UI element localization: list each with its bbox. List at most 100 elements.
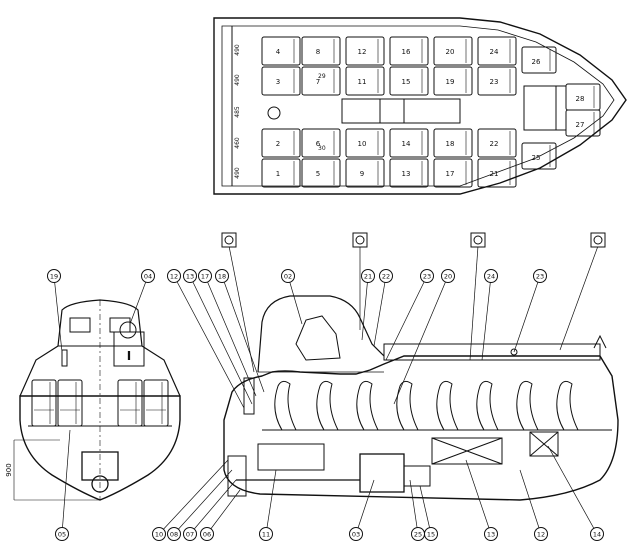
side-tank-cross <box>431 437 503 465</box>
plan-seat-number: 26 <box>532 58 541 66</box>
callout-bubble: 23 <box>513 269 547 353</box>
front-helm-box <box>113 331 145 367</box>
callout-number: 12 <box>170 273 178 281</box>
plan-seat-number: 9 <box>360 170 364 178</box>
front-seat <box>143 379 169 427</box>
plan-seat-number: 29 <box>318 73 326 80</box>
side-seat <box>436 380 459 431</box>
side-fuel-cell <box>257 443 325 471</box>
plan-seat-number: 19 <box>446 78 455 86</box>
side-hook <box>593 334 607 349</box>
plan-seat-number: 6 <box>316 140 321 148</box>
plan-seat-number: 21 <box>490 170 499 178</box>
plan-seat <box>301 36 341 66</box>
front-window <box>69 317 91 333</box>
plan-seat-number: 27 <box>576 121 585 129</box>
front-seat-row <box>28 379 172 427</box>
callout-number: 25 <box>414 531 422 539</box>
safety-symbol-icon <box>469 232 486 361</box>
callout-number: 22 <box>382 273 390 281</box>
plan-seat <box>433 66 473 96</box>
plan-seat-number: 30 <box>318 145 326 152</box>
plan-seat-number: 25 <box>532 154 541 162</box>
front-seat <box>117 379 143 427</box>
plan-seat <box>433 36 473 66</box>
callout-bubble: 10 <box>152 459 229 541</box>
callout-bubble: 04 <box>129 269 155 325</box>
safety-symbol-icon <box>559 232 606 351</box>
callout-bubble: 13 <box>465 459 498 541</box>
plan-seat-number: 18 <box>446 140 455 148</box>
plan-seat-number: 1 <box>276 170 280 178</box>
callout-number: 20 <box>444 273 452 281</box>
side-seat <box>476 380 499 431</box>
callout-number: 13 <box>487 531 495 539</box>
callout-number: 13 <box>186 273 194 281</box>
callout-bubble: 22 <box>373 269 393 347</box>
plan-seat-number: 8 <box>316 48 320 56</box>
plan-seat <box>261 36 301 66</box>
plan-seat <box>477 158 517 188</box>
plan-seat <box>477 128 517 158</box>
side-steering-post <box>243 377 255 415</box>
callout-number: 02 <box>284 273 292 281</box>
safety-symbol-icon <box>221 232 255 373</box>
plan-hull-outline <box>213 17 627 195</box>
plan-seat-number: 11 <box>358 78 367 86</box>
plan-seat <box>345 36 385 66</box>
plan-seat <box>433 128 473 158</box>
callout-bubble: 14 <box>547 445 604 541</box>
callout-bubble: 12 <box>519 469 548 541</box>
plan-seat-number: 24 <box>490 48 499 56</box>
plan-seat <box>261 128 301 158</box>
callout-number: 03 <box>352 531 360 539</box>
callout-number: 23 <box>423 273 431 281</box>
callout-bubble: 02 <box>281 269 303 325</box>
plan-seat <box>477 66 517 96</box>
callout-number: 18 <box>218 273 226 281</box>
plan-seat-number: 17 <box>446 170 455 178</box>
side-helm-chair <box>295 315 341 361</box>
callout-bubble: 15 <box>419 485 438 541</box>
plan-seat <box>261 158 301 188</box>
plan-seat <box>477 36 517 66</box>
callout-number: 04 <box>144 273 152 281</box>
callout-number: 12 <box>537 531 545 539</box>
side-seat <box>556 380 579 431</box>
callout-bubble: 17 <box>198 269 257 397</box>
callout-number: 14 <box>593 531 601 539</box>
plan-seat <box>389 158 429 188</box>
front-engine <box>81 451 119 481</box>
side-rail-port <box>510 348 518 356</box>
plan-row-dimension: 460 <box>234 137 241 149</box>
plan-seat-number: 16 <box>402 48 411 56</box>
front-seat <box>57 379 83 427</box>
callout-bubble: 18 <box>215 269 265 393</box>
plan-seat-number: 3 <box>276 78 280 86</box>
callout-bubble: 11 <box>259 469 277 541</box>
side-seat <box>274 380 297 431</box>
side-rail <box>383 343 601 361</box>
side-seat-row <box>262 380 612 431</box>
plan-row-dimension: 490 <box>234 44 241 56</box>
plan-center-console <box>341 98 461 124</box>
plan-seat-number: 28 <box>576 95 585 103</box>
callout-number: 21 <box>364 273 372 281</box>
plan-seat-number: 13 <box>402 170 411 178</box>
plan-seat <box>521 142 557 170</box>
side-engine <box>359 453 405 493</box>
front-extinguisher <box>61 349 68 367</box>
callout-bubble: 12 <box>167 269 245 409</box>
callout-number: 23 <box>536 273 544 281</box>
callout-number: 24 <box>487 273 495 281</box>
side-hull-outline <box>223 355 619 501</box>
front-plate-label: I <box>127 349 131 363</box>
callout-bubble: 03 <box>349 479 375 541</box>
plan-seat <box>301 66 341 96</box>
safety-symbol-icon <box>352 232 368 330</box>
callout-number: 19 <box>50 273 58 281</box>
plan-seat <box>301 128 341 158</box>
